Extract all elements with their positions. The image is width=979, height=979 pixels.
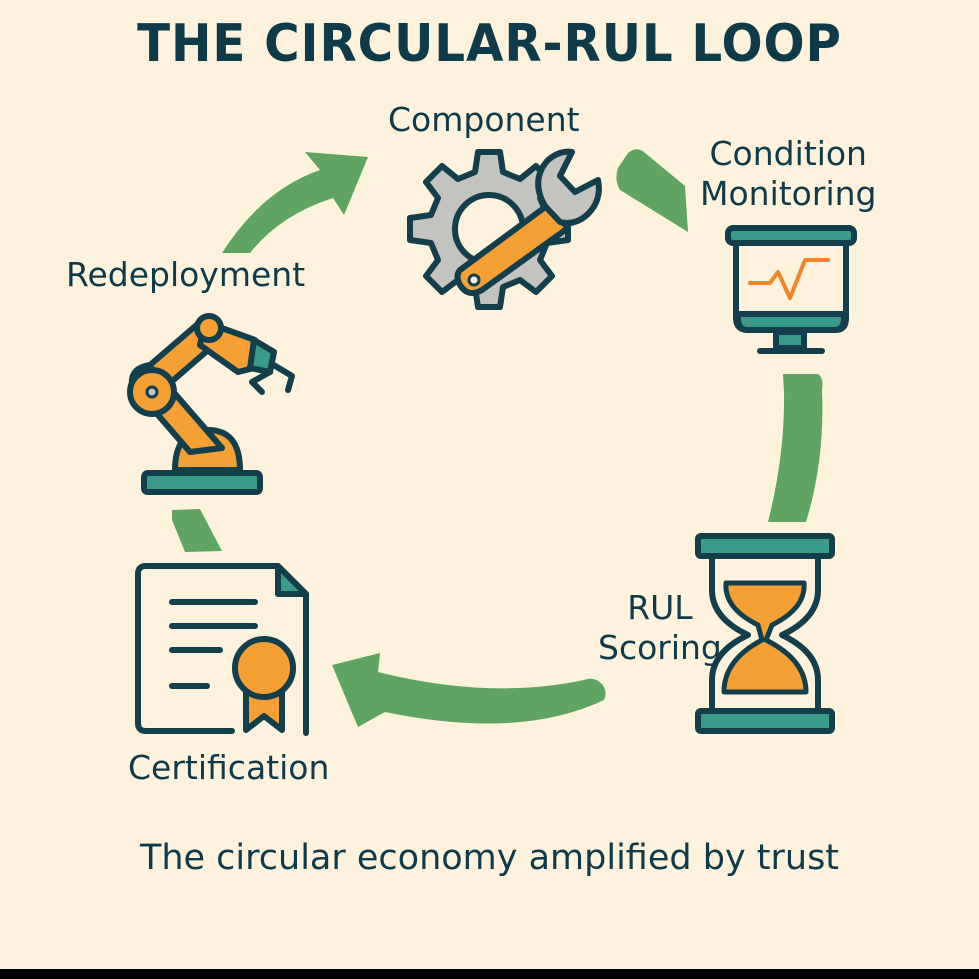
step-label-redeployment: Redeployment — [66, 255, 306, 294]
step-label-line: Monitoring — [700, 173, 877, 213]
robot-arm-icon — [127, 313, 295, 495]
connector-certification-to-redeployment — [172, 509, 222, 552]
step-label-line: Condition — [709, 134, 867, 173]
diagram-title: THE CIRCULAR-RUL LOOP — [137, 14, 842, 74]
arrow-redeployment-to-component — [222, 152, 368, 253]
gear-wrench-icon — [407, 148, 602, 310]
diagram-subtitle: The circular economy amplified by trust — [139, 838, 840, 878]
connector-component-to-condition — [616, 149, 688, 232]
step-label-certification: Certification — [128, 748, 330, 787]
bottom-border — [0, 969, 979, 979]
step-label-line: RUL — [627, 588, 693, 627]
connector-condition-to-rul — [768, 374, 823, 522]
step-label-condition-monitoring: Condition Monitoring — [700, 134, 876, 213]
step-label-component: Component — [388, 100, 580, 139]
arrow-rul-to-certification — [332, 653, 606, 727]
monitor-chart-icon — [725, 225, 857, 354]
step-label-rul-scoring: RUL Scoring — [598, 588, 722, 667]
hourglass-icon — [695, 533, 835, 734]
certificate-icon — [135, 563, 309, 736]
step-label-line: Scoring — [598, 627, 722, 667]
